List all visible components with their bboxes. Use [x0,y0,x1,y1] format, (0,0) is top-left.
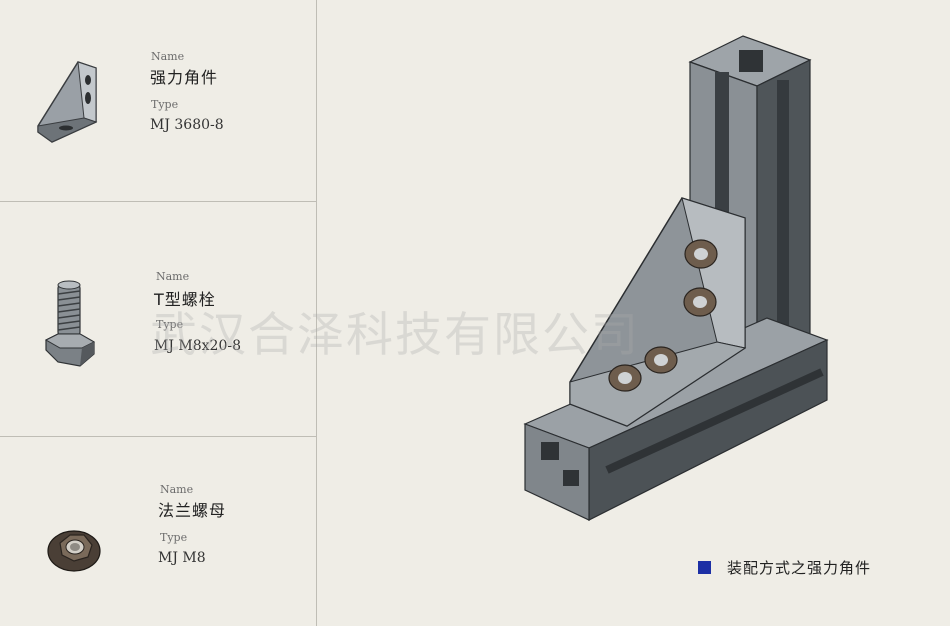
part-type: MJ 3680-8 [150,117,224,133]
part-name-label: Name [156,270,190,283]
assembly-view [317,0,950,626]
caption: 装配方式之强力角件 [698,557,871,578]
assembly-illustration [523,35,829,521]
part-name: 法兰螺母 [158,501,227,520]
angle-bracket-icon [37,61,98,143]
part-name: T型螺栓 [154,290,216,309]
part-row-flange-nut: Name 法兰螺母 Type MJ M8 [0,437,316,626]
caption-text: 装配方式之强力角件 [727,559,872,577]
part-row-angle-bracket: Name 强力角件 Type MJ 3680-8 [0,0,316,202]
part-type: MJ M8x20-8 [154,338,241,354]
t-bolt-icon [44,280,96,367]
flange-nut-icon [47,530,101,572]
part-name-label: Name [151,50,185,63]
part-type: MJ M8 [158,550,206,566]
part-row-t-bolt: Name T型螺栓 Type MJ M8x20-8 [0,202,316,437]
part-type-label: Type [160,531,188,544]
part-name-label: Name [160,483,194,496]
parts-list: Name 强力角件 Type MJ 3680-8 Name T型螺栓 Type … [0,0,317,626]
caption-marker [698,561,711,574]
part-name: 强力角件 [150,68,219,87]
part-type-label: Type [156,318,184,331]
watermark-text: 武汉合泽科技有限公司 [150,308,640,363]
part-type-label: Type [151,98,179,111]
